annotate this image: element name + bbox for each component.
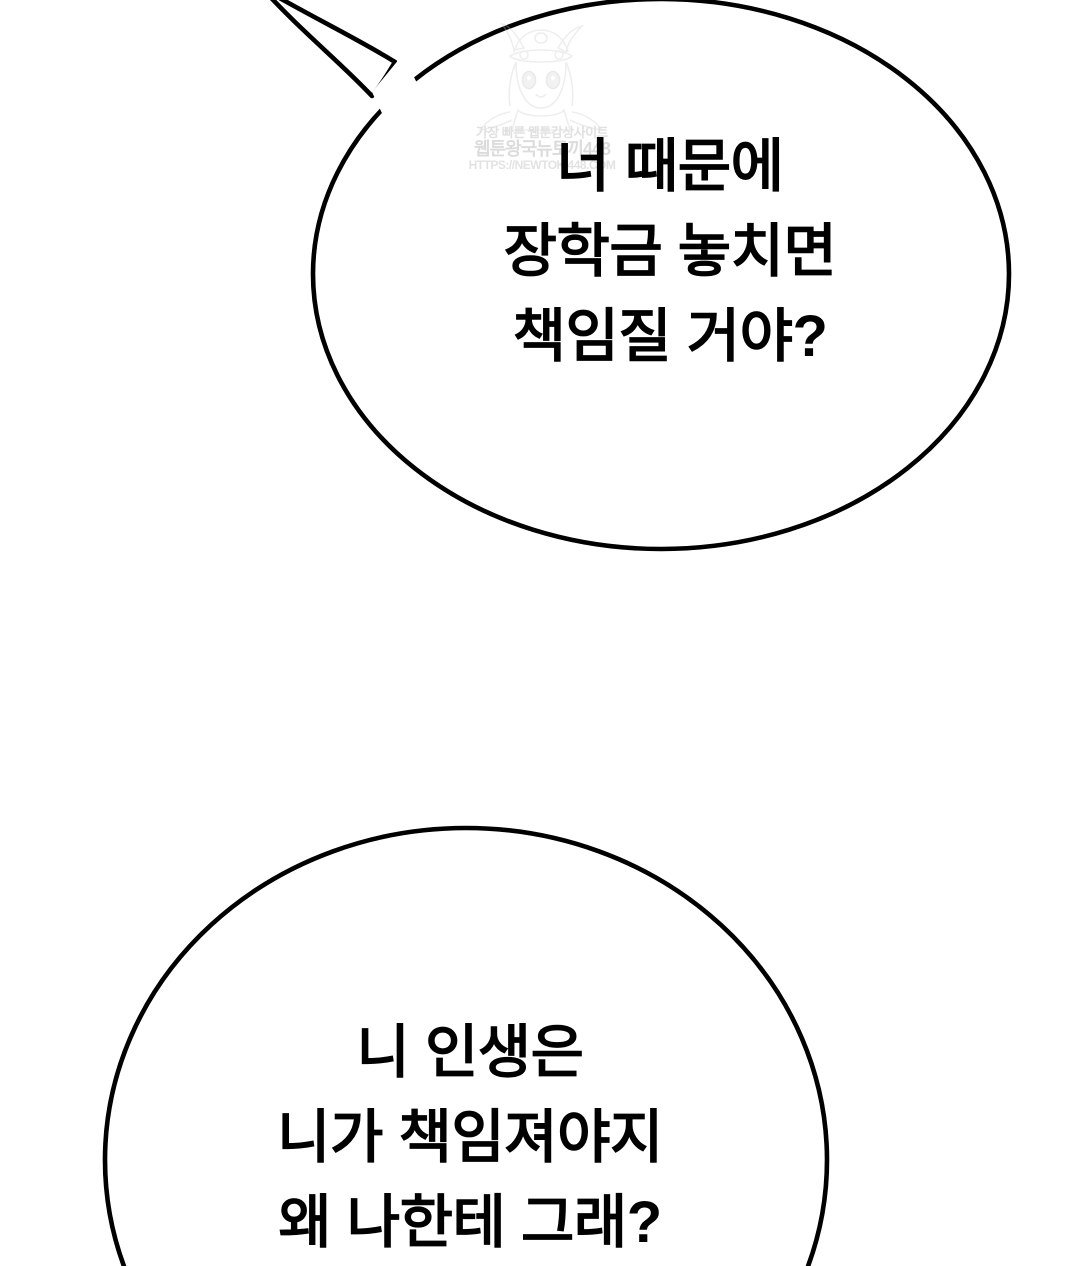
bubble-1-line-2: 장학금 놓치면: [503, 219, 837, 284]
bubble-2-line-1: 니 인생은: [356, 1020, 584, 1085]
bubble-1-tail-join: [372, 58, 424, 160]
bubble-1-tail: [269, 0, 398, 99]
bubble-1-line-3: 책임질 거야?: [512, 304, 828, 369]
bubble-1-dialogue: 너 때문에 장학금 놓치면 책임질 거야?: [360, 124, 980, 379]
bubble-2-group: [102, 825, 830, 1266]
bubble-1-body: [310, 0, 1012, 552]
bubble-2-body: [102, 825, 830, 1266]
bubble-1-group: [269, 0, 1012, 552]
bubble-2-line-3: 왜 나한테 그래?: [278, 1190, 662, 1255]
bubble-2-dialogue: 니 인생은 니가 책임져야지 왜 나한테 그래?: [160, 1010, 780, 1265]
bubble-2-line-2: 니가 책임져야지: [277, 1105, 663, 1170]
bubble-1-line-1: 너 때문에: [556, 134, 784, 199]
